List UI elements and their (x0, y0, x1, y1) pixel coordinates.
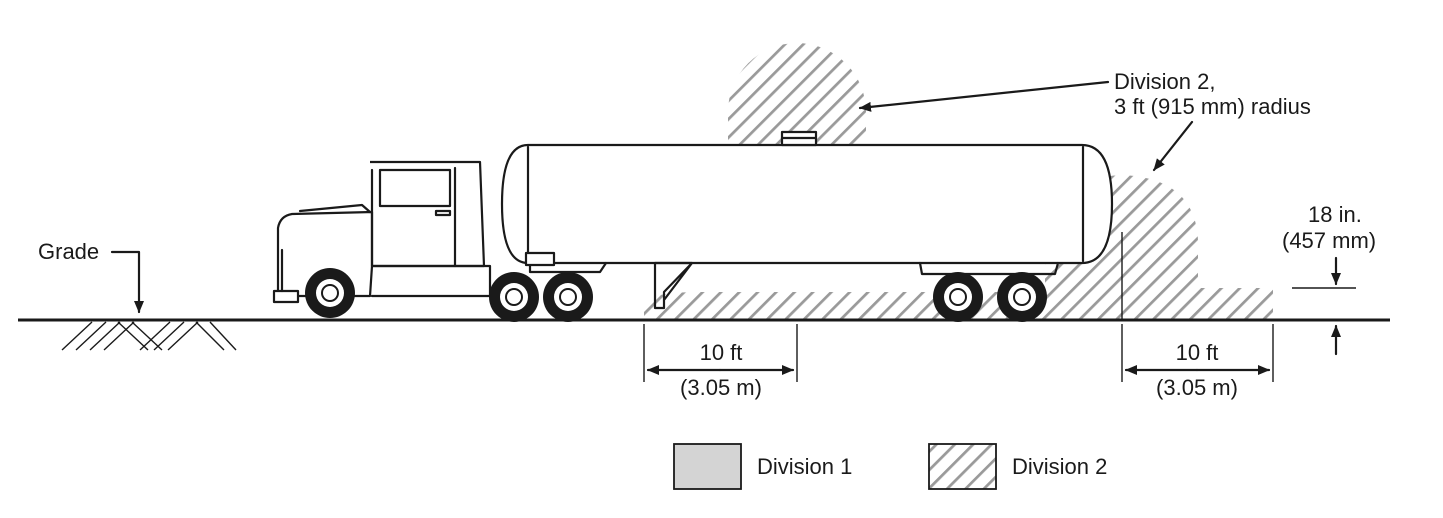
trailer-wheel-1 (933, 272, 983, 322)
legend-label-division-2: Division 2 (1012, 454, 1107, 479)
wheels (305, 268, 1047, 322)
tractor-rear-wheel-2 (543, 272, 593, 322)
division-2-callout-line1: Division 2, (1114, 69, 1215, 94)
tractor-rear-wheel-1 (489, 272, 539, 322)
grade-label: Grade (38, 239, 99, 264)
callout-arrow-dome (858, 80, 1110, 112)
legend-swatch-division-1 (673, 443, 742, 490)
tractor-cab (272, 160, 492, 304)
callout-arrow-rear (1152, 120, 1194, 172)
legend-label-division-1: Division 1 (757, 454, 852, 479)
height-label-line1: 18 in. (1308, 202, 1362, 227)
dim-right-label-line2: (3.05 m) (1156, 375, 1238, 400)
division-2-dome-zone (728, 43, 866, 144)
cab-window (378, 168, 452, 208)
dim-right-label-line1: 10 ft (1176, 340, 1219, 365)
dim-left-label-line2: (3.05 m) (680, 375, 762, 400)
grade-hatching (61, 321, 237, 351)
legend: Division 1 Division 2 (673, 443, 1107, 490)
trailer-wheel-2 (997, 272, 1047, 322)
tractor-front-wheel (305, 268, 355, 318)
trailer-frame (528, 261, 608, 274)
tank-body (500, 143, 1114, 265)
height-label-line2: (457 mm) (1282, 228, 1376, 253)
landing-gear (653, 261, 694, 310)
division-2-callout-line2: 3 ft (915 mm) radius (1114, 94, 1311, 119)
dim-left-label-line1: 10 ft (700, 340, 743, 365)
tank-trailer (500, 130, 1114, 310)
legend-swatch-division-2 (928, 443, 997, 490)
